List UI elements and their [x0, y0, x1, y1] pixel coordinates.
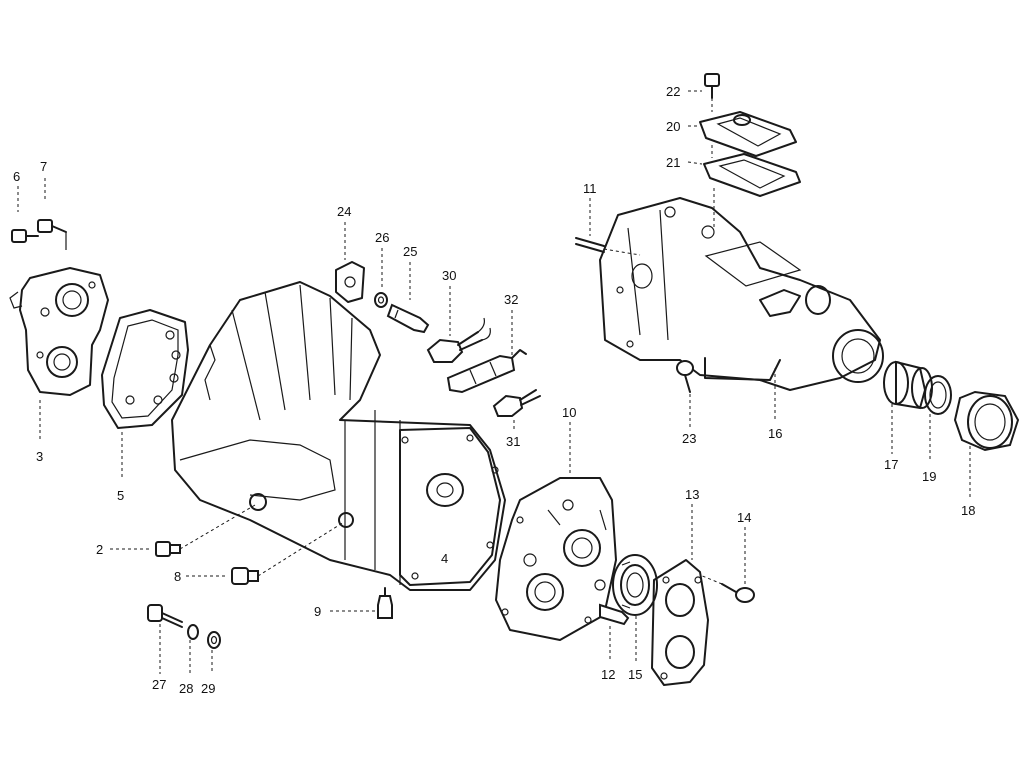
transmission-case: [171, 281, 506, 591]
callout-11: 11: [583, 181, 597, 196]
cover-part-20: [699, 111, 797, 158]
callout-6: 6: [13, 169, 20, 184]
rear-extension-housing: [599, 197, 884, 391]
callout-32: 32: [504, 292, 518, 307]
retainer-plate-part-13: [651, 559, 709, 686]
callout-4: 4: [441, 551, 448, 566]
front-gasket: [101, 309, 189, 429]
callout-18: 18: [961, 503, 975, 518]
callout-10: 10: [562, 405, 576, 420]
callout-15: 15: [628, 667, 642, 682]
screw-part-14: [699, 574, 755, 603]
leader-lines: [17, 90, 971, 674]
callout-labels: 2 3 4 5 6 7 8 9 10 11 12 13 14 15 16 17 …: [13, 84, 975, 696]
nut-part-29: [207, 631, 221, 649]
boot-part-18: [953, 390, 1020, 452]
bearing-part-15: [612, 554, 658, 616]
screw-part-6: [11, 229, 39, 243]
screw-part-7: [37, 219, 67, 250]
callout-23: 23: [682, 431, 696, 446]
bolt-part-27: [147, 604, 183, 628]
breather-part-9: [377, 587, 393, 619]
seal-part-19: [924, 375, 952, 415]
callout-16: 16: [768, 426, 782, 441]
bracket-part-24: [335, 261, 365, 303]
sensor-part-32: [446, 349, 527, 394]
callout-30: 30: [442, 268, 456, 283]
callout-27: 27: [152, 677, 166, 692]
callout-22: 22: [666, 84, 680, 99]
callout-20: 20: [666, 119, 680, 134]
callout-21: 21: [666, 155, 680, 170]
callout-31: 31: [506, 434, 520, 449]
callout-8: 8: [174, 569, 181, 584]
washer-part-26: [374, 292, 388, 308]
callout-3: 3: [36, 449, 43, 464]
callout-25: 25: [403, 244, 417, 259]
callout-2: 2: [96, 542, 103, 557]
pin-part-25: [386, 303, 430, 334]
switch-part-30: [426, 317, 491, 363]
bolt-part-22: [704, 73, 720, 112]
callout-28: 28: [179, 681, 193, 696]
adapter-plate: [495, 477, 617, 641]
pin-part-12: [599, 603, 630, 626]
gasket-part-21: [703, 153, 801, 230]
drain-plug-part-2: [155, 504, 256, 557]
filler-plug-part-8: [231, 521, 345, 585]
switch-part-31: [492, 389, 541, 417]
bolt-part-23: [676, 360, 694, 393]
callout-5: 5: [117, 488, 124, 503]
callout-19: 19: [922, 469, 936, 484]
front-cover-plate: [9, 267, 109, 396]
callout-12: 12: [601, 667, 615, 682]
sleeve-part-17: [883, 360, 933, 410]
callout-17: 17: [884, 457, 898, 472]
callout-29: 29: [201, 681, 215, 696]
callout-14: 14: [737, 510, 751, 525]
callout-24: 24: [337, 204, 351, 219]
washer-part-28: [187, 624, 199, 640]
callout-9: 9: [314, 604, 321, 619]
callout-26: 26: [375, 230, 389, 245]
callout-7: 7: [40, 159, 47, 174]
callout-13: 13: [685, 487, 699, 502]
stud-part-11: [575, 237, 641, 256]
